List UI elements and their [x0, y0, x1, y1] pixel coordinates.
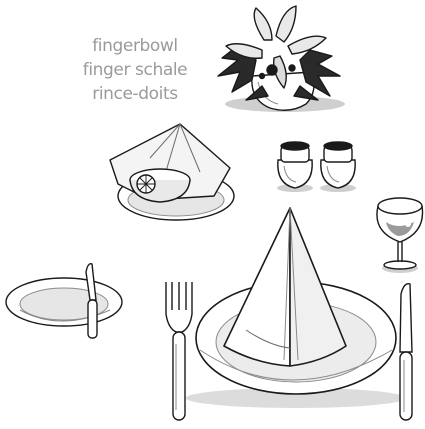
leaf-2 — [276, 6, 296, 42]
pepper-shaker-icon — [320, 142, 356, 192]
fingerbowl-icon — [110, 124, 234, 220]
fingerbowl-caption: fingerbowl finger schale rince-doits — [70, 34, 200, 106]
wine-glass-icon — [377, 198, 423, 273]
leaf-3 — [288, 36, 326, 54]
caption-line-english: fingerbowl — [70, 34, 200, 58]
bread-plate-icon — [6, 278, 122, 326]
flower-arrangement-icon — [218, 6, 345, 112]
salt-shaker-icon — [277, 142, 313, 192]
caption-line-german: finger schale — [70, 58, 200, 82]
leaf-1 — [254, 8, 272, 40]
caption-line-french: rince-doits — [70, 82, 200, 106]
dinner-knife-icon — [400, 284, 412, 420]
flower-center — [267, 65, 277, 75]
